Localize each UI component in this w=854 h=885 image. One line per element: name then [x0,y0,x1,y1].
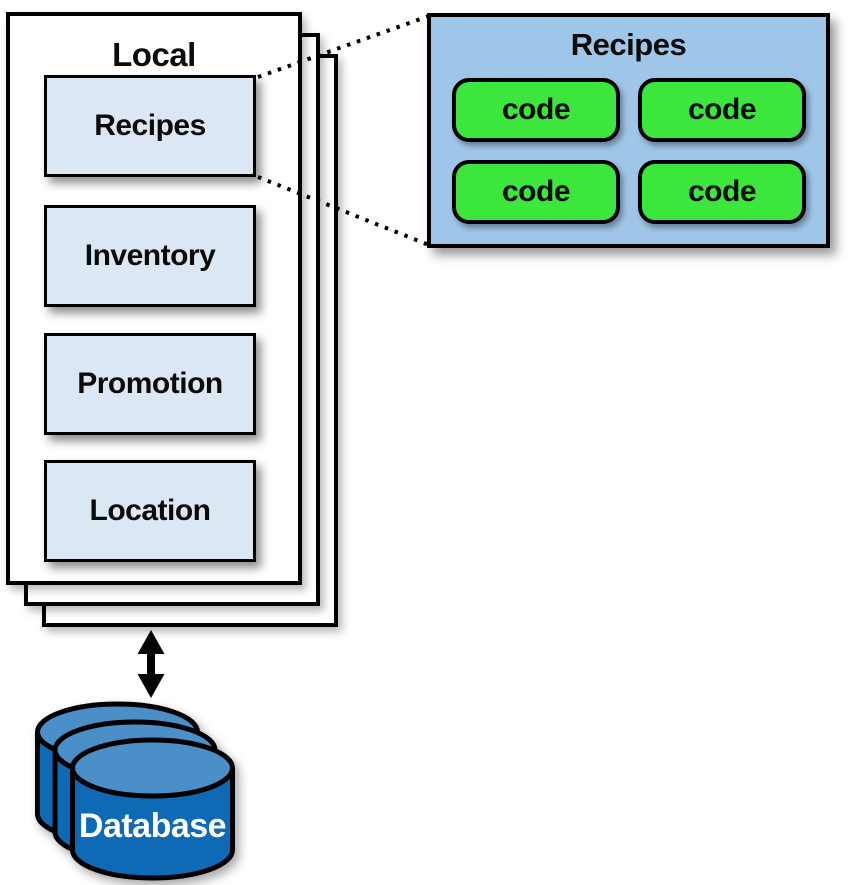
code-label: code [687,93,757,126]
database-label: Database [79,807,226,845]
code-label: code [501,93,571,126]
code-block-3: code [452,160,620,224]
code-block-1: code [452,78,620,142]
service-box-recipes: Recipes [44,75,256,177]
local-stack-title: Local [112,36,196,73]
local-stack-front-layer: Local Recipes Inventory Promotion Locati… [6,12,302,585]
code-block-4: code [638,160,806,224]
service-label: Recipes [94,109,206,142]
code-label: code [501,175,571,208]
recipes-detail-title: Recipes [570,27,687,62]
service-label: Inventory [84,239,216,272]
recipes-detail-panel: Recipes code code code code [427,13,830,248]
service-label: Promotion [77,367,223,400]
code-block-2: code [638,78,806,142]
database-icon: Database [35,701,235,881]
database-cylinder-front [70,737,235,881]
service-box-location: Location [44,460,256,562]
code-label: code [687,175,757,208]
service-label: Location [89,494,212,527]
service-box-inventory: Inventory [44,205,256,307]
service-box-promotion: Promotion [44,333,256,435]
